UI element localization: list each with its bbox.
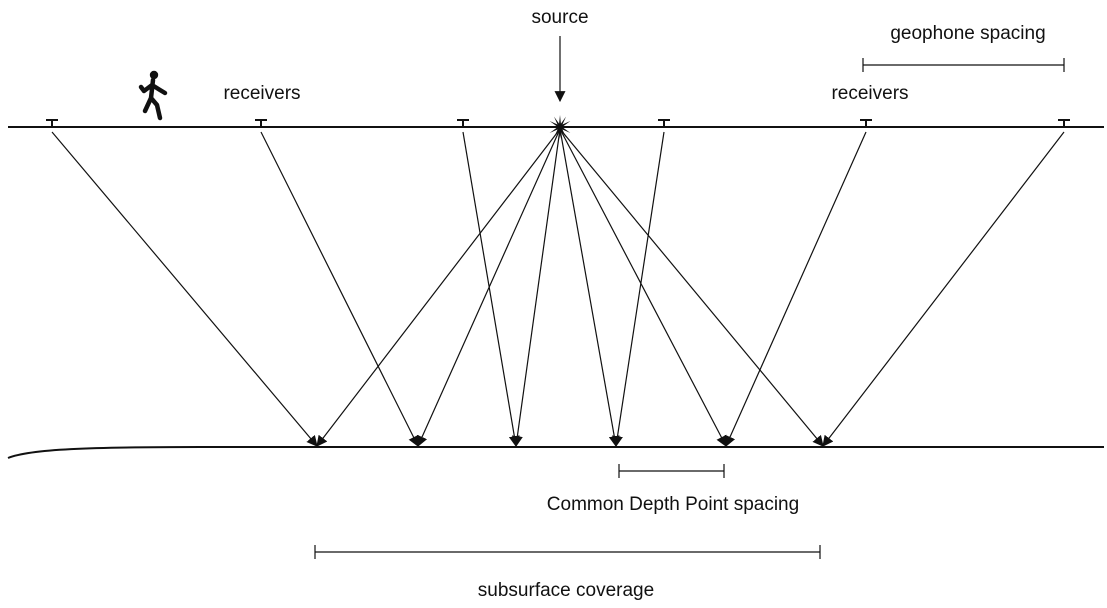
starburst-icon — [548, 115, 572, 139]
geophone-icon — [860, 119, 872, 127]
downgoing-ray — [511, 128, 561, 448]
starburst-shape — [548, 115, 572, 139]
downgoing-ray — [559, 128, 824, 447]
reflector-surface — [7, 446, 1104, 459]
upgoing-ray — [725, 131, 867, 448]
geophone-icon — [46, 119, 58, 127]
geophone-icon — [658, 119, 670, 127]
upgoing-ray — [822, 131, 1065, 447]
upgoing-ray — [260, 131, 419, 447]
downgoing-ray — [559, 128, 620, 448]
person-walking-icon — [138, 70, 168, 121]
subsurface-coverage-label: subsurface coverage — [478, 580, 654, 601]
upgoing-ray — [612, 131, 665, 448]
geophone-icon — [255, 119, 267, 127]
source-label: source — [531, 7, 588, 28]
cdp-spacing-label: Common Depth Point spacing — [547, 494, 799, 515]
receivers-left-label: receivers — [223, 83, 300, 104]
cdp-spacing-dimension — [618, 464, 725, 478]
subsurface-coverage-dimension — [314, 545, 821, 559]
geophone-spacing-label: geophone spacing — [890, 23, 1045, 44]
upgoing-ray — [462, 131, 520, 448]
geophone-spacing-dimension — [862, 58, 1065, 72]
geophone-icon — [1058, 119, 1070, 127]
upgoing-ray — [51, 131, 318, 447]
geophone-icon — [457, 119, 469, 127]
receivers-right-label: receivers — [831, 83, 908, 104]
ray-paths — [51, 128, 1065, 448]
downgoing-ray — [559, 128, 727, 447]
receivers-group — [46, 119, 1070, 127]
downgoing-ray — [316, 128, 561, 447]
